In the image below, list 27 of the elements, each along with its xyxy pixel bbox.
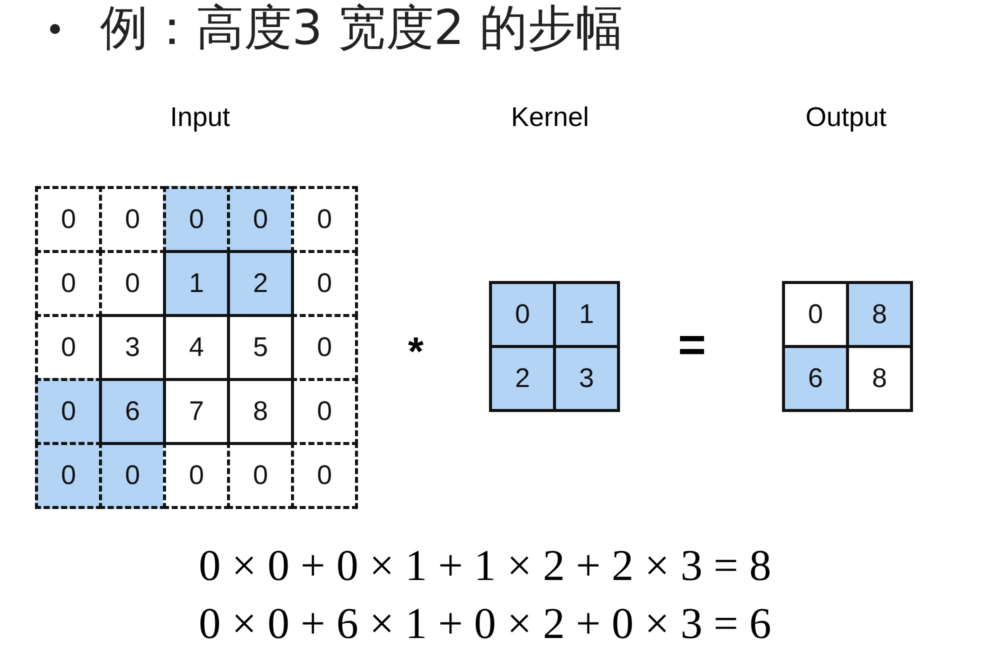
grid-cell: 0	[291, 442, 358, 509]
grid-cell: 2	[227, 250, 294, 317]
operator-symbol: *	[408, 330, 424, 375]
grid-heading: Output	[805, 102, 887, 133]
grid-cell: 0	[489, 281, 556, 348]
grid-heading: Input	[170, 102, 230, 133]
slide-title: 例：高度3 宽度2 的步幅	[100, 0, 624, 58]
grid-cell: 0	[35, 186, 102, 253]
grid-cell: 1	[163, 250, 230, 317]
grid-cell: 0	[227, 186, 294, 253]
grid-cell: 0	[163, 186, 230, 253]
grid-cell: 0	[99, 442, 166, 509]
operator-symbol: =	[678, 318, 706, 373]
grid-cell: 8	[846, 345, 913, 412]
grid-cell: 1	[553, 281, 620, 348]
grid-cell: 8	[846, 281, 913, 348]
equation: 0 × 0 + 6 × 1 + 0 × 2 + 0 × 3 = 6	[198, 598, 772, 649]
grid-cell: 0	[35, 442, 102, 509]
grid-cell: 0	[782, 281, 849, 348]
equation: 0 × 0 + 0 × 1 + 1 × 2 + 2 × 3 = 8	[198, 540, 772, 591]
grid-cell: 6	[782, 345, 849, 412]
grid-cell: 2	[489, 345, 556, 412]
grid-cell: 3	[553, 345, 620, 412]
grid-cell: 0	[291, 186, 358, 253]
grid-heading: Kernel	[510, 102, 590, 133]
grid-cell: 6	[99, 378, 166, 445]
grid-cell: 0	[35, 378, 102, 445]
